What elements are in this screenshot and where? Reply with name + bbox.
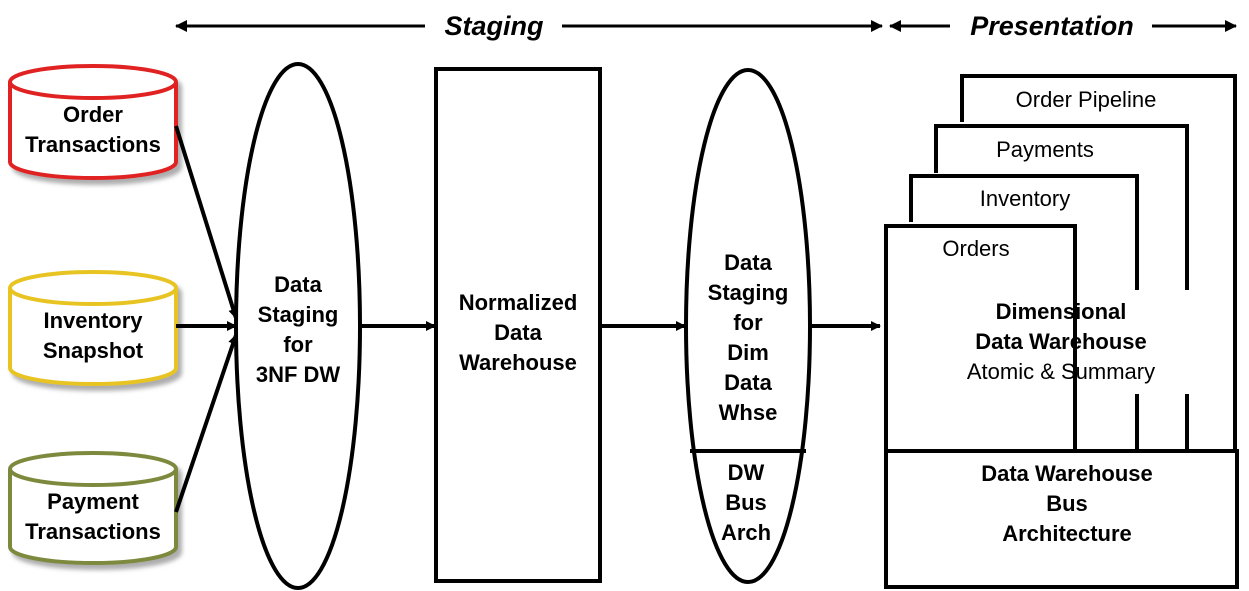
cylinder-body bbox=[8, 288, 178, 386]
source-payment-label-2: Transactions bbox=[25, 519, 161, 544]
presentation-label: Presentation bbox=[970, 11, 1134, 41]
cylinder-body bbox=[8, 82, 178, 180]
tab-payments-label: Payments bbox=[996, 137, 1094, 162]
source-order-transactions bbox=[8, 64, 178, 180]
bus-architecture-box bbox=[884, 449, 1239, 589]
staging-dim-line-4: Dim bbox=[727, 340, 769, 365]
source-order-label-1: Order bbox=[63, 102, 123, 127]
source-payment-label-1: Payment bbox=[47, 489, 139, 514]
source-inventory-label-2: Snapshot bbox=[43, 338, 144, 363]
staging-dim-line-3: for bbox=[733, 310, 763, 335]
title-backing bbox=[1077, 290, 1233, 394]
staging-dim-line-1: Data bbox=[724, 250, 772, 275]
cylinder-body bbox=[8, 469, 178, 565]
dimensional-subtitle: Atomic & Summary bbox=[967, 359, 1155, 384]
dimensional-title-line-2: Data Warehouse bbox=[975, 329, 1147, 354]
cylinder-top bbox=[8, 451, 178, 487]
staging-dim-bus-line-1: DW bbox=[728, 460, 765, 485]
tab-inventory-label: Inventory bbox=[980, 186, 1071, 211]
presentation-header: Presentation bbox=[889, 11, 1237, 41]
staging-dim-line-6: Whse bbox=[719, 400, 778, 425]
dimensional-area bbox=[888, 280, 1073, 450]
staging-3nf-line-3: for bbox=[283, 332, 313, 357]
cylinder-top bbox=[8, 64, 178, 100]
staging-dim-bus-line-2: Bus bbox=[725, 490, 767, 515]
bus-architecture-line-2: Bus bbox=[1046, 491, 1088, 516]
arrow-order-to-staging bbox=[174, 125, 239, 319]
tab-order-pipeline-label: Order Pipeline bbox=[1016, 87, 1157, 112]
normalized-dw-line-2: Data bbox=[494, 320, 542, 345]
source-inventory-label-1: Inventory bbox=[43, 308, 143, 333]
normalized-dw-line-3: Warehouse bbox=[459, 350, 577, 375]
source-inventory-snapshot bbox=[8, 270, 178, 386]
staging-3nf-line-2: Staging bbox=[258, 302, 339, 327]
staging-dim-line-5: Data bbox=[724, 370, 772, 395]
staging-dim-bus-line-3: Arch bbox=[721, 520, 771, 545]
arrow-payment-to-staging bbox=[174, 334, 238, 513]
normalized-dw-box bbox=[434, 67, 602, 583]
dimensional-title-line-1: Dimensional bbox=[996, 299, 1127, 324]
tab-orders-label: Orders bbox=[942, 236, 1009, 261]
normalized-dw-line-1: Normalized bbox=[459, 290, 578, 315]
bus-architecture-line-3: Architecture bbox=[1002, 521, 1132, 546]
staging-header: Staging bbox=[175, 11, 883, 41]
cylinder-top bbox=[8, 270, 178, 306]
staging-dim-line-2: Staging bbox=[708, 280, 789, 305]
staging-3nf-line-1: Data bbox=[274, 272, 322, 297]
bus-architecture-line-1: Data Warehouse bbox=[981, 461, 1153, 486]
staging-3nf-line-4: 3NF DW bbox=[256, 362, 341, 387]
source-payment-transactions bbox=[8, 451, 178, 565]
source-order-label-2: Transactions bbox=[25, 132, 161, 157]
staging-label: Staging bbox=[445, 11, 545, 41]
